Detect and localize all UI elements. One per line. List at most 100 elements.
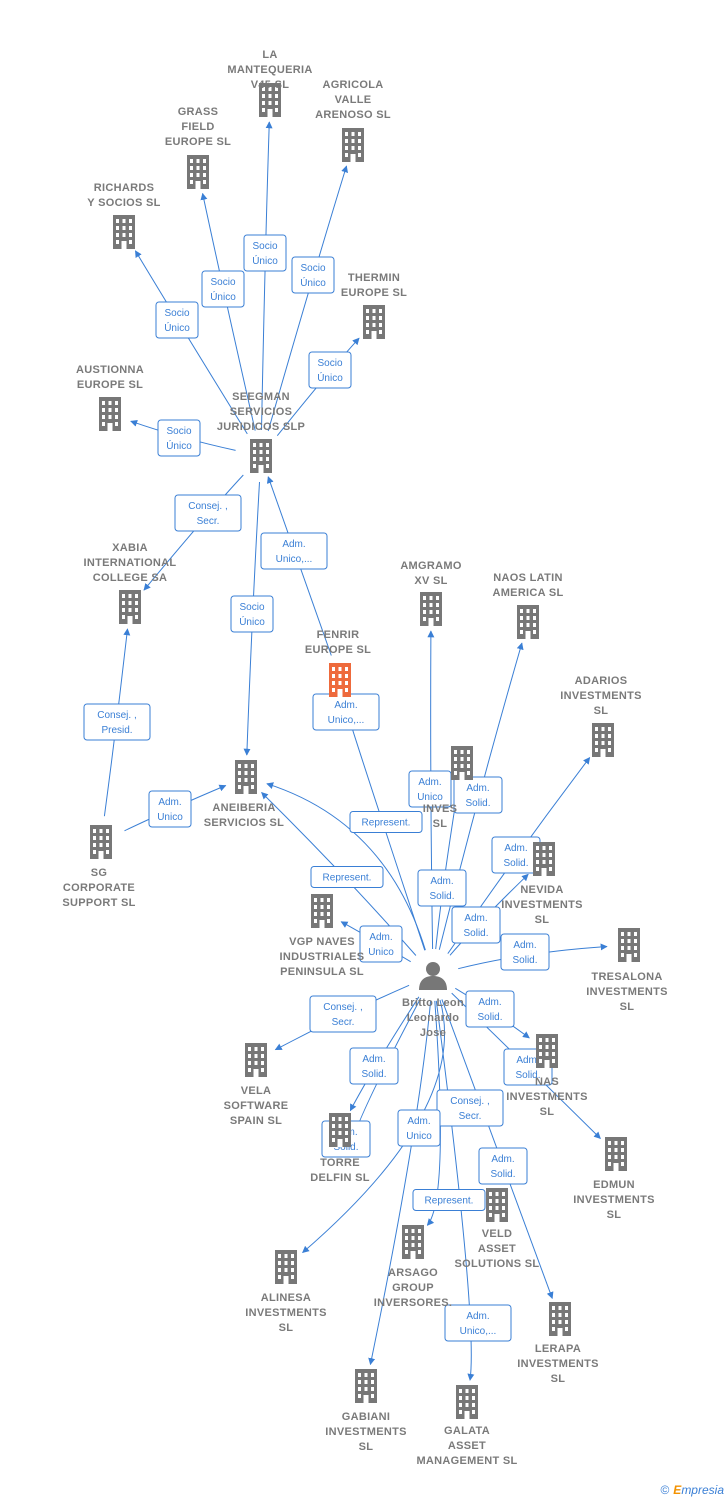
edge-label-e16[interactable]: Adm.Solid. bbox=[417, 869, 467, 907]
building-icon[interactable] bbox=[363, 305, 385, 339]
building-icon[interactable] bbox=[536, 1034, 558, 1068]
building-icon[interactable] bbox=[355, 1369, 377, 1403]
edge-label-e26[interactable]: Consej. ,Secr. bbox=[436, 1089, 504, 1127]
edge-label-e8[interactable]: Adm.Unico,... bbox=[260, 532, 328, 570]
edge-label-box bbox=[408, 770, 452, 808]
building-icon[interactable] bbox=[618, 928, 640, 962]
edge-label-text: Adm. bbox=[504, 843, 527, 854]
edge-label-e18[interactable]: Represent. bbox=[310, 866, 384, 888]
building-icon[interactable] bbox=[90, 825, 112, 859]
edge-label-e7[interactable]: Consej. ,Secr. bbox=[174, 494, 242, 532]
node-thermin[interactable]: THERMIN EUROPE SL bbox=[341, 272, 407, 339]
building-icon[interactable] bbox=[420, 592, 442, 626]
building-icon[interactable] bbox=[187, 155, 209, 189]
edge-label-e30[interactable]: Represent. bbox=[412, 1189, 486, 1211]
edge-label-e31[interactable]: Adm.Unico,... bbox=[444, 1304, 512, 1342]
building-icon[interactable] bbox=[245, 1043, 267, 1077]
building-icon[interactable] bbox=[235, 760, 257, 794]
node-label: THERMIN bbox=[348, 272, 400, 284]
edge-label-e24[interactable]: Adm.Solid. bbox=[349, 1047, 399, 1085]
edge-label-box bbox=[349, 1047, 399, 1085]
building-icon[interactable] bbox=[342, 128, 364, 162]
building-icon[interactable] bbox=[250, 439, 272, 473]
building-icon[interactable] bbox=[99, 397, 121, 431]
edge-label-e11[interactable]: Adm.Unico bbox=[148, 790, 192, 828]
edge-label-e13[interactable]: Adm.Unico bbox=[408, 770, 452, 808]
building-icon[interactable] bbox=[275, 1250, 297, 1284]
edge-label-text: Solid. bbox=[477, 1012, 502, 1023]
edge-label-e21[interactable]: Adm.Solid. bbox=[500, 933, 550, 971]
edge-label-text: Unico bbox=[157, 812, 183, 823]
node-label: EUROPE SL bbox=[165, 136, 231, 148]
building-icon[interactable] bbox=[113, 215, 135, 249]
building-icon[interactable] bbox=[451, 746, 473, 780]
building-icon[interactable] bbox=[533, 842, 555, 876]
edge-label-text: Único bbox=[164, 321, 190, 334]
node-label: AMGRAMO bbox=[400, 560, 462, 572]
building-icon[interactable] bbox=[592, 723, 614, 757]
building-icon[interactable] bbox=[311, 894, 333, 928]
building-icon[interactable] bbox=[605, 1137, 627, 1171]
building-icon[interactable] bbox=[486, 1188, 508, 1222]
edge-label-e12[interactable]: Adm.Unico,... bbox=[312, 693, 380, 731]
edge-seegman-to-lamant bbox=[261, 121, 273, 431]
node-label: CORPORATE bbox=[63, 882, 135, 894]
node-label: TORRE bbox=[320, 1157, 360, 1169]
building-icon[interactable] bbox=[549, 1302, 571, 1336]
person-icon[interactable] bbox=[419, 962, 447, 990]
node-label: EUROPE SL bbox=[341, 287, 407, 299]
edge-label-e27[interactable]: Adm.Unico bbox=[397, 1109, 441, 1147]
building-icon[interactable] bbox=[329, 663, 351, 697]
edge-label-e10[interactable]: Consej. ,Presid. bbox=[83, 703, 151, 741]
edge-label-e15[interactable]: Represent. bbox=[349, 811, 423, 833]
building-icon[interactable] bbox=[456, 1385, 478, 1419]
building-icon[interactable] bbox=[329, 1113, 351, 1147]
edge-label-e20[interactable]: Adm.Unico bbox=[359, 925, 403, 963]
edge-label-e23[interactable]: Adm.Solid. bbox=[465, 990, 515, 1028]
edge-label-e19[interactable]: Adm.Solid. bbox=[451, 906, 501, 944]
node-label: EUROPE SL bbox=[77, 379, 143, 391]
building-icon[interactable] bbox=[119, 590, 141, 624]
edge-label-e14[interactable]: Adm.Solid. bbox=[453, 776, 503, 814]
edge-label-e29[interactable]: Adm.Solid. bbox=[478, 1147, 528, 1185]
building-icon[interactable] bbox=[517, 605, 539, 639]
building-icon[interactable] bbox=[402, 1225, 424, 1259]
edge-label-e17[interactable]: Adm.Solid. bbox=[491, 836, 541, 874]
edge-label-e22[interactable]: Consej. ,Secr. bbox=[309, 995, 377, 1033]
